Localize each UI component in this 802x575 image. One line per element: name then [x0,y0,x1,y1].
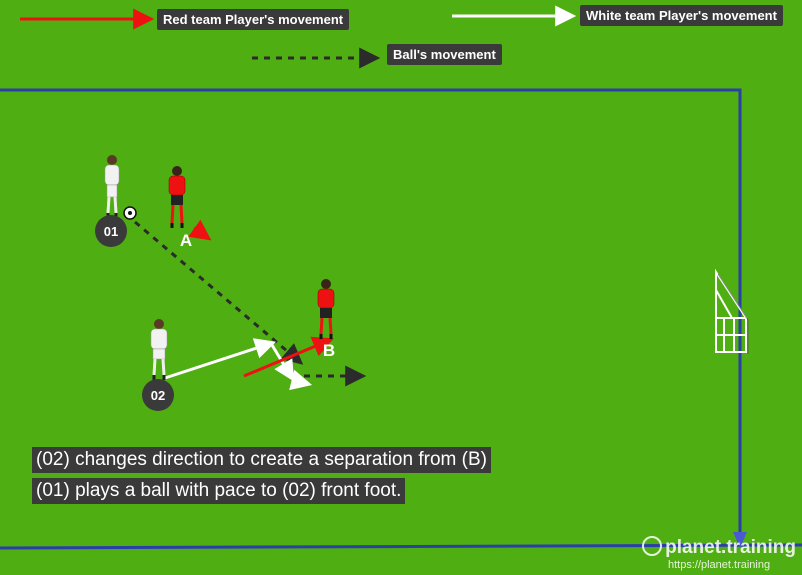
white-player-01 [104,155,120,217]
white-run-1 [164,338,276,380]
pitch-bottom-line [0,543,802,550]
red-run-a [188,219,212,241]
goal-icon [715,268,747,353]
white-player-02 [150,319,168,380]
planet-logo-icon [642,536,663,556]
boundary-arrow-icon [733,532,747,548]
player-b-label: B [323,341,335,360]
player-01-badge [95,215,127,247]
caption-line-1: (02) changes direction to create a separ… [32,447,491,473]
watermark-url: https://planet.training [667,559,771,571]
white-run-3 [289,369,313,391]
legend-red-label: Red team Player's movement [157,9,350,30]
pitch-boundary [0,88,742,540]
player-01-label: 01 [104,224,118,239]
legend-white-label: White team Player's movement [580,5,783,26]
red-run-b [243,336,334,378]
ball-icon [123,206,137,220]
watermark: planet.training https://planet.training [642,536,796,571]
player-02-label: 02 [151,388,165,403]
player-02-badge [142,379,174,411]
watermark-brand-text: planet.training [665,537,796,558]
legend-ball-label: Ball's movement [387,44,502,65]
red-player-a [168,166,186,228]
watermark-brand: planet.training [642,536,796,559]
player-a-label: A [180,231,192,250]
red-player-b [317,279,335,339]
caption-line-2: (01) plays a ball with pace to (02) fron… [32,478,406,504]
